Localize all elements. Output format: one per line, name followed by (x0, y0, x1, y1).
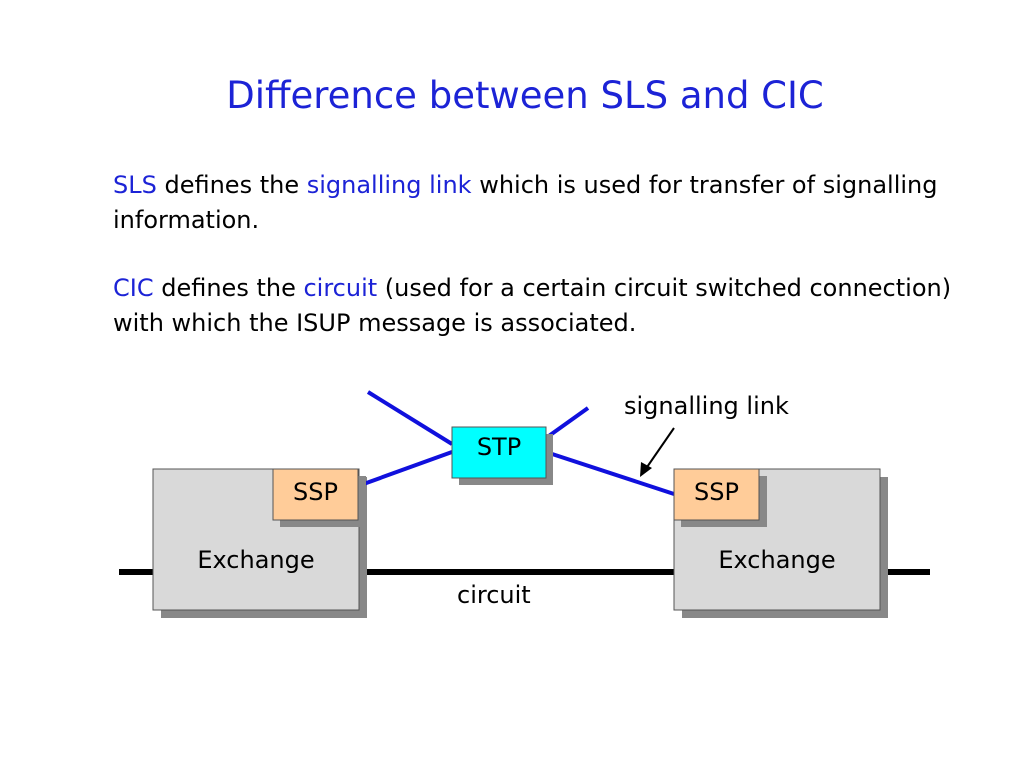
exchange-left-label: Exchange (197, 546, 315, 574)
cic-text-1: defines the (153, 274, 304, 302)
signalling-link-label: signalling link (624, 392, 789, 420)
sls-text-2: which is used for transfer of signalling… (113, 171, 938, 234)
link-stp-upper-right (544, 406, 590, 440)
link-stp-to-ssp-right (545, 450, 675, 496)
cic-paragraph: CIC defines the circuit (used for a cert… (113, 271, 953, 341)
sls-signalling-link-term: signalling link (306, 171, 472, 199)
ssp-left-box (272, 468, 359, 521)
cic-term: CIC (113, 274, 154, 302)
cic-circuit-term: circuit (303, 274, 378, 302)
sls-paragraph: SLS defines the signalling link which is… (113, 168, 953, 238)
signalling-link-arrowhead-icon (640, 462, 652, 477)
sls-term: SLS (113, 171, 157, 199)
stp-box (451, 426, 547, 479)
exchange-right-label: Exchange (718, 546, 836, 574)
link-ssp-left-to-stp (357, 450, 453, 488)
cic-text-2: (used for a certain circuit switched con… (113, 274, 952, 337)
link-stp-upper-left (366, 390, 454, 446)
ssp-left-label: SSP (293, 478, 338, 506)
slide-title: Difference between SLS and CIC (226, 74, 824, 117)
circuit-label: circuit (457, 581, 531, 609)
ssp-right-box (673, 468, 760, 521)
ssp-right-label: SSP (694, 478, 739, 506)
signalling-link-arrow-line (644, 427, 675, 471)
sls-text-1: defines the (156, 171, 307, 199)
stp-label: STP (476, 433, 522, 461)
